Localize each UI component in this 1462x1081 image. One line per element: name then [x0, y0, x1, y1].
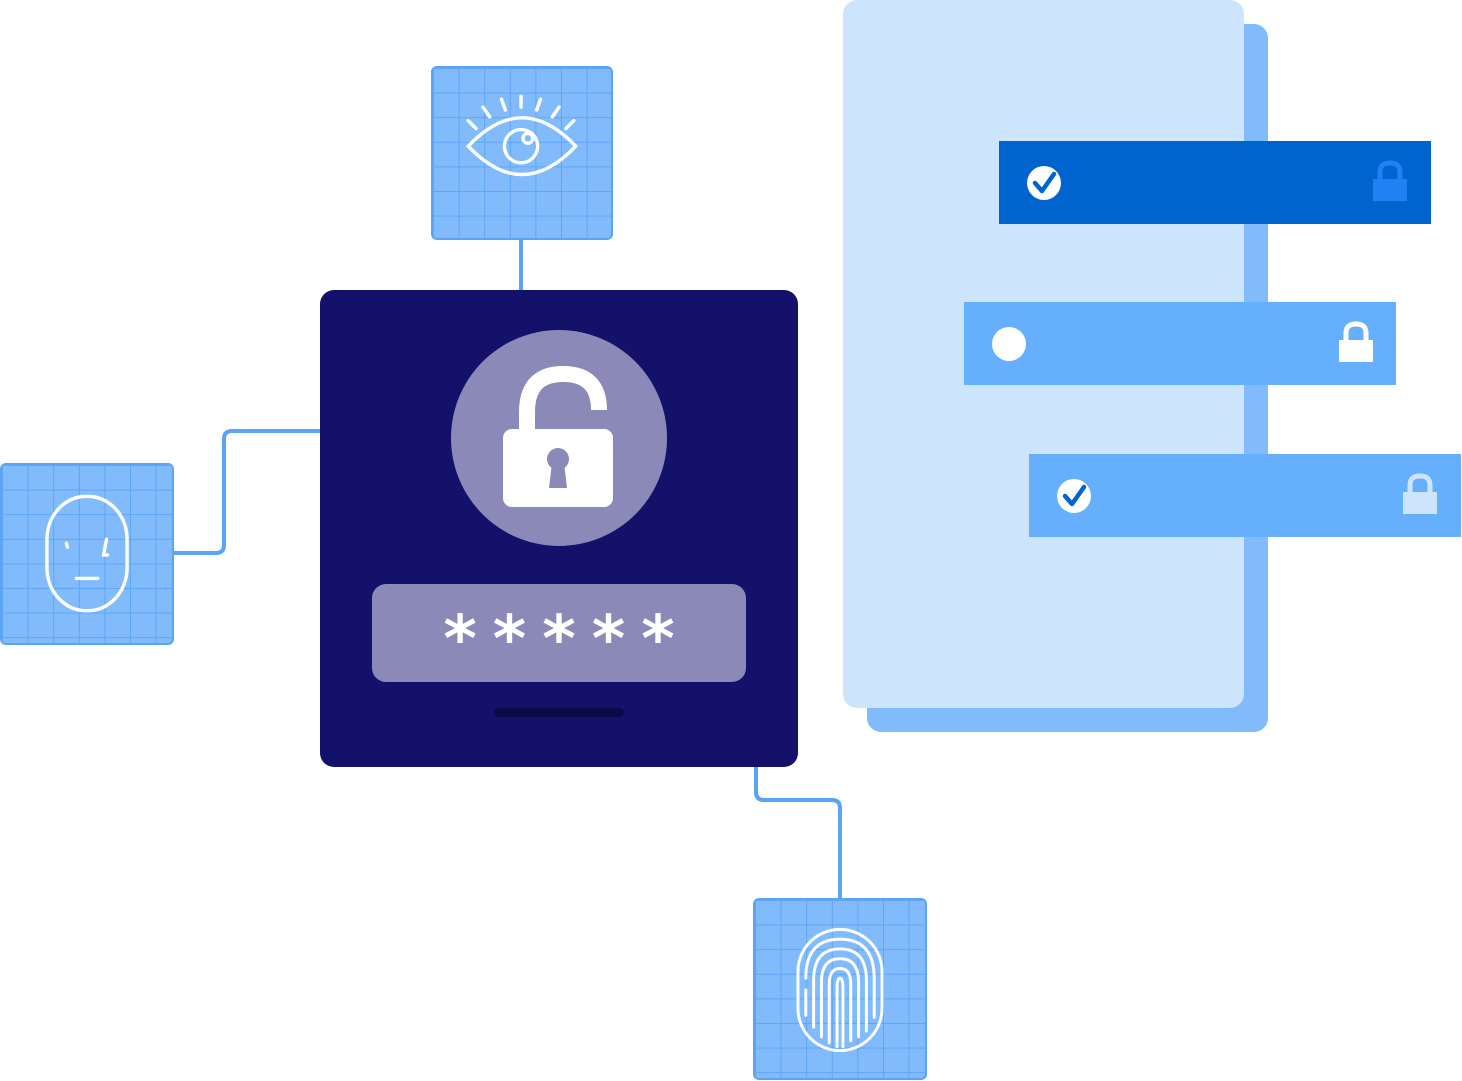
lock-badge: [451, 330, 667, 546]
fingerprint-icon: [796, 927, 884, 1053]
access-row-2[interactable]: [964, 302, 1396, 385]
unlocked-padlock-icon: [503, 365, 613, 507]
lock-icon: [1373, 160, 1407, 201]
check-icon: [1027, 166, 1061, 200]
password-field[interactable]: *****: [372, 584, 746, 682]
lock-icon: [1403, 473, 1437, 514]
connector-face: [172, 429, 322, 555]
fingerprint-scan-tile[interactable]: [753, 898, 927, 1080]
radio-empty-icon: [992, 327, 1026, 361]
eye-icon: [465, 94, 579, 177]
lock-icon: [1339, 321, 1373, 362]
face-icon: [45, 494, 129, 613]
face-scan-tile[interactable]: [0, 463, 174, 645]
panel-handle-bar: [494, 708, 624, 717]
login-panel: *****: [320, 290, 798, 767]
check-icon: [1057, 479, 1091, 513]
access-row-1[interactable]: [999, 141, 1431, 224]
iris-scan-tile[interactable]: [431, 66, 613, 240]
connector-fingerprint: [754, 765, 842, 900]
password-mask: *****: [443, 603, 691, 677]
access-row-3[interactable]: [1029, 454, 1461, 537]
